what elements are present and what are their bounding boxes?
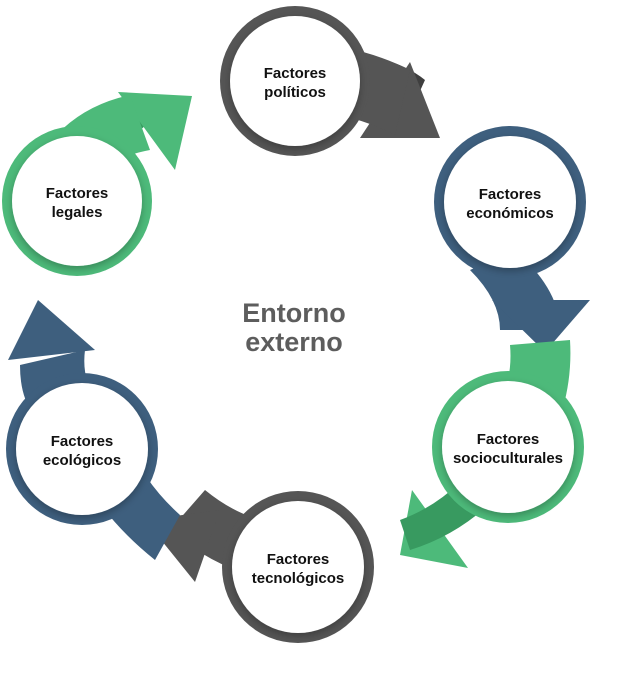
node-ecologicos: Factores ecológicos — [6, 373, 158, 525]
node-economicos: Factores económicos — [434, 126, 586, 278]
node-label-line2: ecológicos — [43, 452, 121, 469]
node-label-line1: Factores — [51, 433, 114, 450]
node-label-line2: tecnológicos — [252, 570, 345, 587]
node-disc — [12, 136, 142, 266]
node-legales: Factores legales — [2, 126, 152, 276]
center-title-line1: Entorno — [242, 298, 345, 328]
factor-nodes: FactorespolíticosFactoreseconómicosFacto… — [2, 6, 586, 643]
node-label-line1: Factores — [264, 65, 327, 82]
node-socioculturales: Factores socioculturales — [432, 371, 584, 523]
node-label-line1: Factores — [46, 185, 109, 202]
node-disc — [230, 16, 360, 146]
node-label-line1: Factores — [479, 186, 542, 203]
node-politicos: Factores políticos — [220, 6, 370, 156]
center-title-line2: externo — [245, 327, 343, 357]
node-disc — [232, 501, 364, 633]
node-disc — [16, 383, 148, 515]
node-disc — [444, 136, 576, 268]
node-label-line2: políticos — [264, 84, 326, 101]
node-label-line2: socioculturales — [453, 450, 563, 467]
node-tecnologicos: Factores tecnológicos — [222, 491, 374, 643]
node-label-line2: económicos — [466, 205, 554, 222]
node-label-line1: Factores — [477, 431, 540, 448]
node-disc — [442, 381, 574, 513]
node-label-line2: legales — [52, 204, 103, 221]
node-label-line1: Factores — [267, 551, 330, 568]
